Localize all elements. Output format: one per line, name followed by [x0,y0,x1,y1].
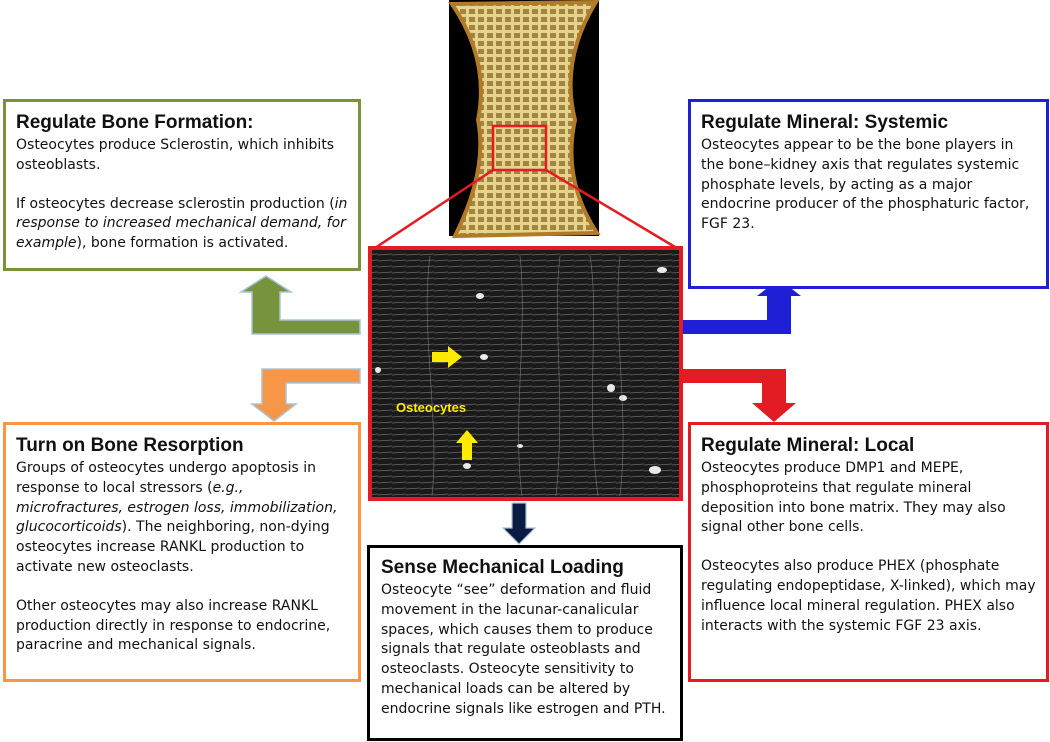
bone-formation-text-2-em: in response to increased mechanical dema… [16,195,348,252]
mineral-local-text-2: Osteocytes also produce PHEX (phosphate … [701,558,1036,634]
arrow-to-formation [238,275,361,335]
mechanical-loading-box: Sense Mechanical Loading Osteocyte “see”… [367,545,683,741]
bone-formation-text-2b: ), bone formation is activated. [76,235,289,252]
mineral-local-title: Regulate Mineral: Local [701,435,915,456]
bone-formation-text-1: Osteocytes produce Sclerostin, which inh… [16,137,335,173]
yellow-arrow-right [432,346,462,368]
yellow-arrow-up [456,430,478,460]
bone-resorption-text-1b: ). The neighboring, non-dying osteocytes… [16,519,330,575]
bone-formation-text-2: If osteocytes decrease sclerostin produc… [16,195,348,254]
mechanical-loading-title: Sense Mechanical Loading [381,557,624,578]
zoom-line-left [371,168,494,252]
arrow-to-resorption [249,368,361,422]
mineral-local-box: Regulate Mineral: Local Osteocytes produ… [688,422,1049,682]
mineral-systemic-box: Regulate Mineral: Systemic Osteocytes ap… [688,99,1049,289]
vertebra-image [448,0,601,239]
bone-resorption-box: Turn on Bone Resorption Groups of osteoc… [3,422,361,682]
mineral-systemic-text: Osteocytes appear to be the bone players… [701,137,1030,233]
bone-resorption-title: Turn on Bone Resorption [16,435,244,456]
bone-resorption-text-1a: Groups of osteocytes undergo apoptosis i… [16,460,316,496]
zoom-line-right [545,168,681,252]
osteocyte-micrograph [368,246,683,501]
arrow-to-systemic [683,279,801,334]
bone-formation-text-2a: If osteocytes decrease sclerostin produc… [16,195,335,212]
osteocytes-label: Osteocytes [396,400,467,415]
bone-formation-title: Regulate Bone Formation: [16,112,254,133]
arrow-to-local [683,369,796,422]
mechanical-loading-text: Osteocyte “see” deformation and fluid mo… [381,582,666,717]
bone-formation-box: Regulate Bone Formation: Osteocytes prod… [3,99,361,271]
mineral-local-text-1: Osteocytes produce DMP1 and MEPE, phosph… [701,460,1006,536]
zoom-region-marker [491,124,548,172]
bone-resorption-text-1-em: e.g., microfractures, estrogen loss, imm… [16,479,338,536]
mineral-systemic-title: Regulate Mineral: Systemic [701,112,949,133]
arrow-to-sensing [501,502,537,545]
bone-resorption-text-2: Other osteocytes may also increase RANKL… [16,597,331,654]
bone-resorption-text-1: Groups of osteocytes undergo apoptosis i… [16,459,348,578]
